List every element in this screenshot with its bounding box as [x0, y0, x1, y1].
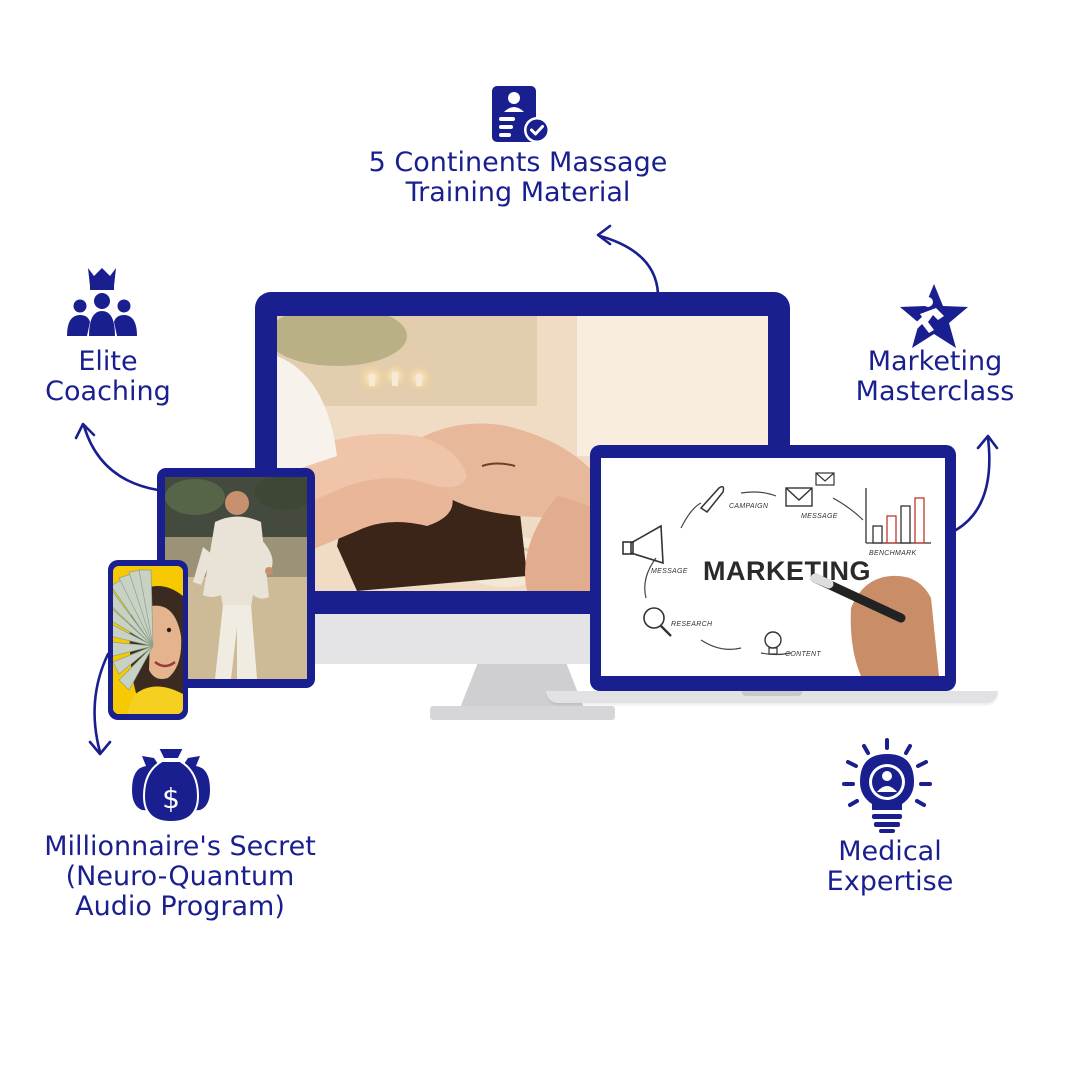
word-campaign: CAMPAIGN — [729, 503, 769, 510]
coaching-label-line-1: Elite — [78, 346, 138, 377]
word-benchmark: BENCHMARK — [869, 550, 916, 557]
money-bags-icon: $ — [132, 747, 210, 824]
star-person-icon — [900, 284, 968, 348]
medical-label-line-1: Medical — [838, 836, 942, 867]
audio-label-line-3: Audio Program) — [75, 891, 285, 922]
svg-text:$: $ — [162, 782, 180, 815]
marketing-label-line-2: Masterclass — [855, 376, 1015, 407]
coaching-label: Elite Coaching — [30, 347, 186, 407]
laptop-hinge — [742, 691, 802, 696]
id-badge-check-icon — [492, 86, 550, 143]
monitor-base — [430, 706, 615, 720]
money-fan-photo — [113, 566, 183, 714]
arrow-to-audio — [88, 652, 112, 756]
laptop-headline: MARKETING — [703, 556, 871, 586]
lightbulb-person-icon — [842, 738, 932, 833]
coach-photo — [165, 477, 307, 679]
laptop-base — [546, 691, 998, 703]
medical-label-line-2: Expertise — [826, 866, 954, 897]
marketing-whiteboard: MARKETING CAMPAIGN MESSAGE BENCHMARK MES… — [601, 458, 945, 676]
medical-label: Medical Expertise — [810, 837, 970, 897]
laptop: MARKETING CAMPAIGN MESSAGE BENCHMARK MES… — [590, 445, 956, 691]
word-content: CONTENT — [785, 651, 821, 658]
massage-photo — [277, 316, 768, 591]
audio-label: Millionnaire's Secret (Neuro-Quantum Aud… — [30, 832, 330, 922]
training-label-line-1: 5 Continents Massage — [368, 147, 668, 178]
crowned-group-icon — [67, 268, 137, 336]
audio-label-line-1: Millionnaire's Secret — [44, 831, 316, 862]
arrow-to-coaching — [74, 422, 160, 492]
word-message-top: MESSAGE — [801, 513, 838, 520]
training-label-line-2: Training Material — [405, 177, 631, 208]
arrow-to-marketing — [954, 434, 999, 532]
marketing-label: Marketing Masterclass — [850, 347, 1020, 407]
training-label: 5 Continents Massage Training Material — [368, 148, 668, 208]
coaching-label-line-2: Coaching — [45, 376, 171, 407]
word-research: RESEARCH — [671, 621, 713, 628]
phone — [108, 560, 188, 720]
audio-label-line-2: (Neuro-Quantum — [65, 861, 295, 892]
word-message-left: MESSAGE — [651, 568, 688, 575]
marketing-label-line-1: Marketing — [867, 346, 1003, 377]
arrow-to-training — [596, 224, 660, 296]
